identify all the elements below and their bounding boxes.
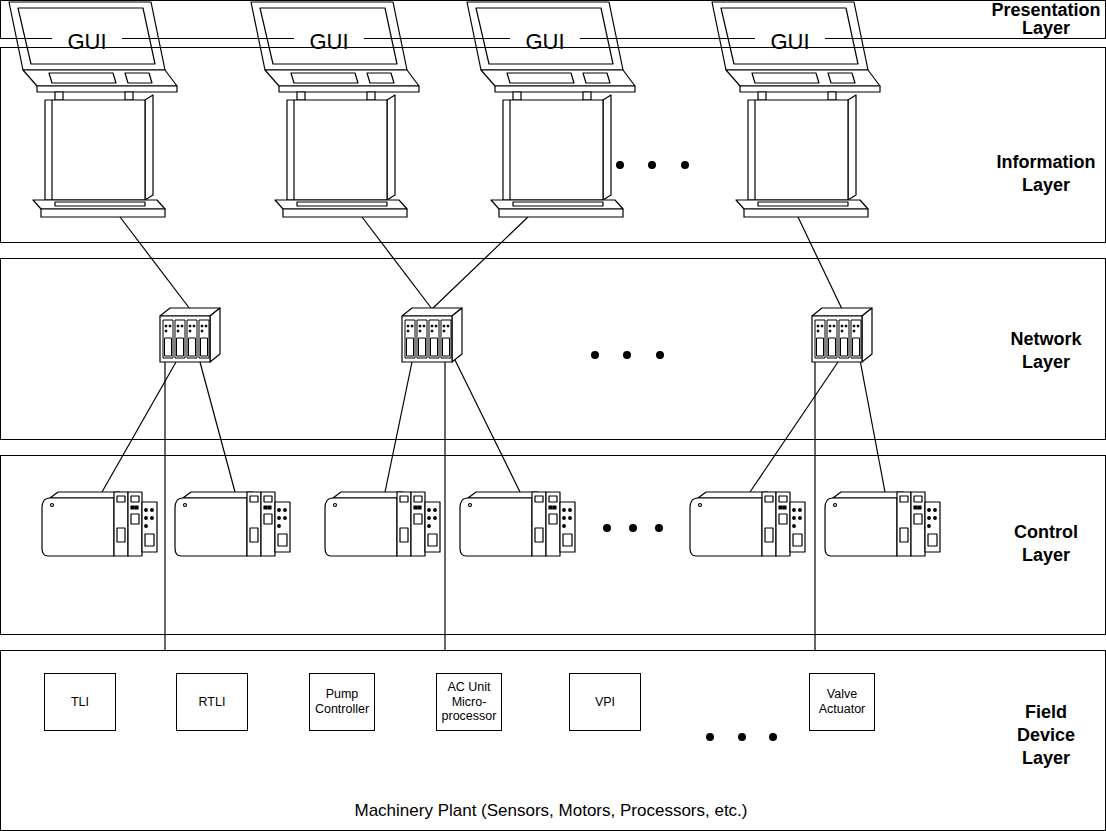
- layer-band: Information Layer: [0, 47, 1106, 243]
- device-label: TLI: [48, 695, 112, 710]
- device-label: Valve Actuator: [813, 687, 871, 717]
- console-wire: [798, 217, 842, 309]
- layer-label: Field Device Layer: [999, 701, 1094, 770]
- operator-console: [9, 2, 177, 217]
- operator-console: [467, 2, 635, 217]
- control-wire: [860, 360, 885, 492]
- ellipsis-dots: [591, 161, 777, 741]
- layer-band: Field Device LayerMachinery Plant (Senso…: [0, 650, 1106, 831]
- console-wire: [120, 217, 190, 309]
- ellipsis-dot: [681, 161, 689, 169]
- device-label: AC Unit Micro- processor: [440, 680, 498, 724]
- gui-label: GUI: [525, 30, 564, 54]
- ellipsis-dot: [616, 161, 624, 169]
- ellipsis-dot: [738, 733, 746, 741]
- layer-label: Network Layer: [991, 328, 1101, 374]
- plc-controller: [460, 492, 575, 556]
- console-wire: [362, 217, 432, 309]
- ellipsis-dot: [603, 524, 611, 532]
- layer-label: Presentation Layer: [984, 1, 1106, 37]
- gui-screen: GUI: [510, 28, 580, 57]
- control-wire: [385, 362, 412, 492]
- gui-label: GUI: [770, 30, 809, 54]
- network-rack: [402, 308, 462, 362]
- plc-controller: [325, 492, 440, 556]
- layer-label: Information Layer: [984, 151, 1106, 197]
- network-rack: [812, 308, 872, 362]
- field-device-box: VPI: [569, 673, 641, 731]
- layer-label: Control Layer: [991, 521, 1101, 567]
- operator-console: [712, 2, 880, 217]
- gui-screen: GUI: [294, 28, 364, 57]
- field-device-box: RTLI: [176, 673, 248, 731]
- plc-controller: [175, 492, 290, 556]
- ellipsis-dot: [706, 733, 714, 741]
- device-label: Pump Controller: [313, 687, 371, 717]
- device-label: RTLI: [180, 695, 244, 710]
- gui-screen: GUI: [52, 28, 122, 57]
- ellipsis-dot: [623, 351, 631, 359]
- ellipsis-dot: [655, 524, 663, 532]
- ellipsis-dot: [629, 524, 637, 532]
- ellipsis-dot: [656, 351, 664, 359]
- layer-band: Network Layer: [0, 258, 1106, 440]
- layer-band: Control Layer: [0, 455, 1106, 635]
- plc-controller: [825, 492, 940, 556]
- field-wire: [444, 362, 445, 650]
- ellipsis-dot: [769, 733, 777, 741]
- gui-screen: GUI: [755, 28, 825, 57]
- operator-console: [251, 2, 419, 217]
- device-label: VPI: [573, 695, 637, 710]
- ellipsis-dot: [591, 351, 599, 359]
- field-wire: [814, 362, 815, 650]
- field-device-box: TLI: [44, 673, 116, 731]
- wiring: [102, 217, 885, 650]
- control-wire: [750, 362, 838, 492]
- plc-controller: [42, 492, 157, 556]
- field-wire: [164, 362, 165, 650]
- plc-controller: [690, 492, 805, 556]
- gui-label: GUI: [67, 30, 106, 54]
- field-device-box: Pump Controller: [309, 673, 375, 731]
- control-wire: [455, 360, 520, 492]
- field-device-box: AC Unit Micro- processor: [436, 673, 502, 731]
- control-wire: [200, 362, 235, 492]
- plant-caption: Machinery Plant (Sensors, Motors, Proces…: [101, 801, 1001, 821]
- network-rack: [160, 308, 220, 362]
- gui-label: GUI: [309, 30, 348, 54]
- ellipsis-dot: [648, 161, 656, 169]
- field-device-box: Valve Actuator: [809, 673, 875, 731]
- console-wire: [432, 217, 528, 309]
